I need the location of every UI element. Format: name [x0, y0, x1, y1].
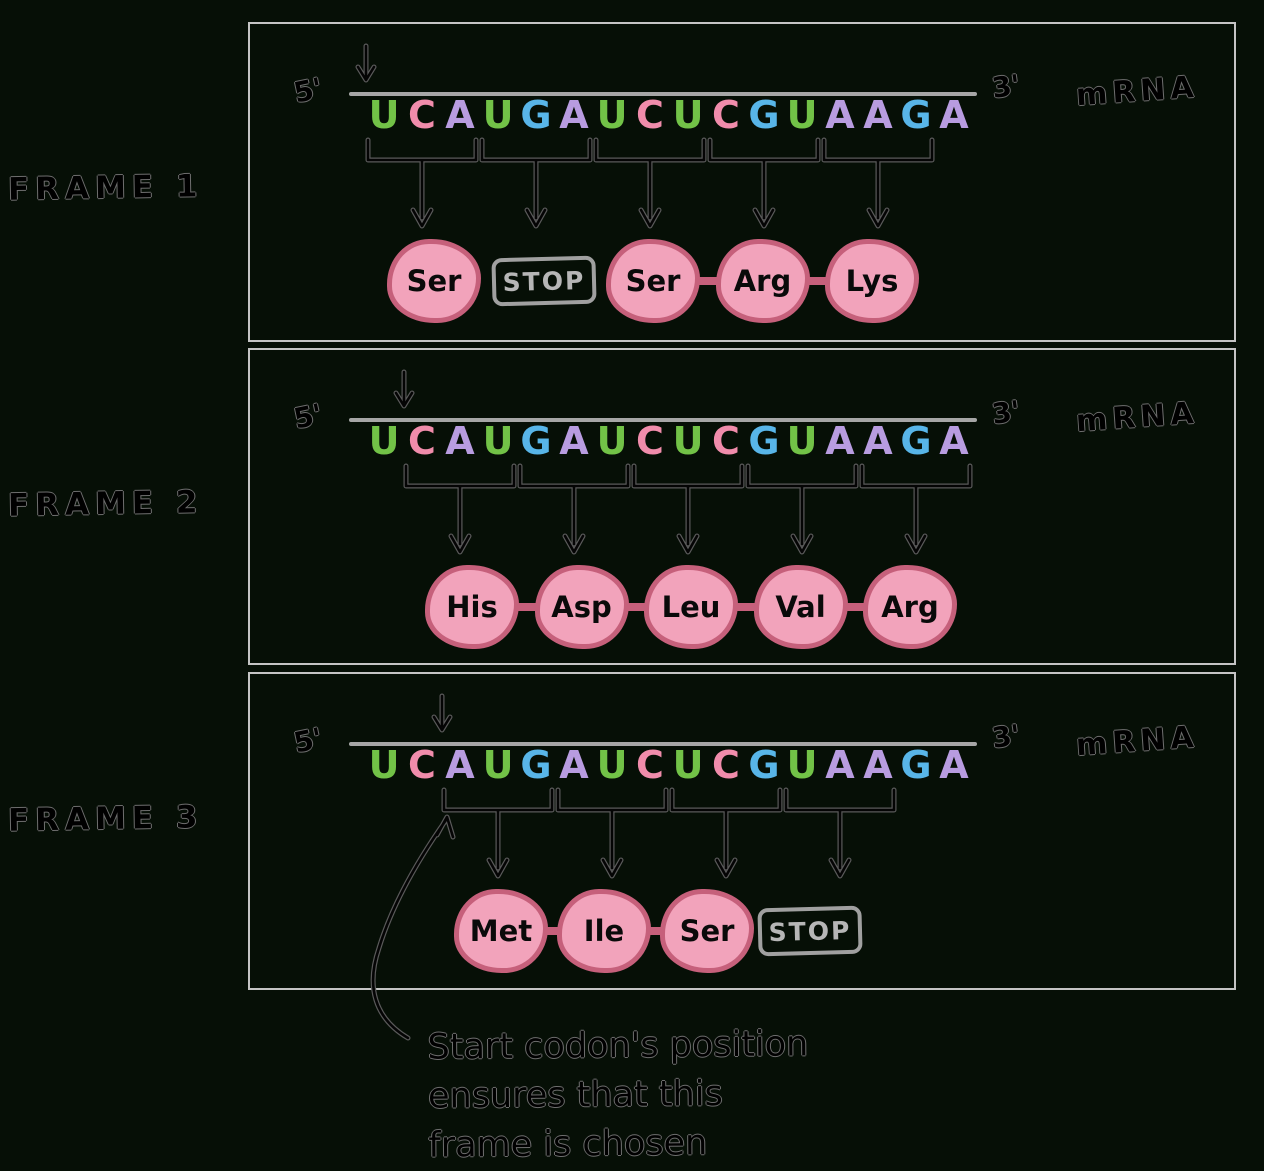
base-letter-U: U: [672, 93, 704, 137]
annotation-line: Start codon's position: [427, 1024, 809, 1068]
base-letter-A: A: [825, 743, 855, 787]
base-letter-U: U: [368, 419, 400, 463]
amino-acid-Ser: Ser: [606, 239, 700, 323]
base-letter-A: A: [445, 743, 475, 787]
five-prime-label: 5': [290, 71, 326, 110]
base-letter-A: A: [939, 743, 969, 787]
base-letter-C: C: [712, 419, 740, 463]
base-letter-G: G: [748, 419, 780, 463]
base-letter-U: U: [596, 419, 628, 463]
base-letter-A: A: [825, 93, 855, 137]
base-letter-A: A: [939, 419, 969, 463]
amino-acid-Ile: Ile: [557, 889, 651, 973]
peptide-bond-link: [542, 927, 563, 935]
peptide-bond-link: [513, 603, 541, 611]
base-letter-C: C: [408, 93, 436, 137]
frame-2-label: FRAME 2: [7, 484, 204, 524]
frame-3-label: FRAME 3: [7, 799, 204, 839]
base-letter-C: C: [636, 743, 664, 787]
base-letter-C: C: [408, 419, 436, 463]
amino-acid-Ser: Ser: [660, 889, 754, 973]
base-letter-G: G: [520, 419, 552, 463]
base-letter-G: G: [900, 93, 932, 137]
stop-codon-badge: STOP: [490, 255, 597, 307]
frame-1-label: FRAME 1: [7, 168, 204, 208]
base-letter-U: U: [786, 743, 818, 787]
annotation-line: frame is chosen: [428, 1123, 708, 1166]
base-letter-A: A: [863, 419, 893, 463]
peptide-bond-link: [694, 277, 722, 285]
mrna-label: mRNA: [1074, 395, 1200, 440]
base-letter-G: G: [520, 743, 552, 787]
peptide-bond-link: [732, 603, 760, 611]
base-letter-A: A: [445, 419, 475, 463]
base-letter-A: A: [863, 93, 893, 137]
base-letter-C: C: [712, 743, 740, 787]
three-prime-label: 3': [989, 68, 1023, 105]
base-letter-A: A: [825, 419, 855, 463]
five-prime-label: 5': [290, 721, 326, 760]
base-letter-U: U: [482, 93, 514, 137]
stop-codon-badge: STOP: [757, 905, 863, 957]
amino-acid-His: His: [425, 565, 519, 649]
codon-brackets-and-arrows: [393, 369, 973, 555]
base-letter-G: G: [520, 93, 552, 137]
annotation-line: ensures that this: [427, 1074, 723, 1117]
peptide-bond-link: [841, 603, 869, 611]
base-letter-U: U: [596, 93, 628, 137]
base-letter-U: U: [596, 743, 628, 787]
base-letter-G: G: [900, 419, 932, 463]
base-letter-C: C: [636, 419, 664, 463]
base-letter-A: A: [939, 93, 969, 137]
five-prime-label: 5': [290, 397, 326, 436]
base-letter-G: G: [748, 743, 780, 787]
peptide-bond-link: [803, 277, 831, 285]
amino-acid-Lys: Lys: [825, 239, 919, 323]
base-letter-A: A: [863, 743, 893, 787]
base-letter-A: A: [559, 743, 589, 787]
amino-acid-Leu: Leu: [644, 565, 738, 649]
amino-acid-Arg: Arg: [863, 565, 957, 649]
base-letter-C: C: [636, 93, 664, 137]
base-letter-A: A: [559, 93, 589, 137]
amino-acid-Val: Val: [753, 565, 848, 649]
amino-acid-Asp: Asp: [534, 565, 629, 649]
amino-acid-Arg: Arg: [715, 239, 810, 323]
three-prime-label: 3': [989, 718, 1023, 755]
base-letter-U: U: [482, 419, 514, 463]
base-letter-U: U: [368, 743, 400, 787]
start-codon-annotation: Start codon's position ensures that this…: [427, 1020, 809, 1170]
three-prime-label: 3': [989, 394, 1023, 431]
peptide-bond-link: [645, 927, 666, 935]
base-letter-G: G: [900, 743, 932, 787]
base-letter-U: U: [368, 93, 400, 137]
base-letter-C: C: [712, 93, 740, 137]
amino-acid-Ser: Ser: [387, 239, 481, 323]
mrna-label: mRNA: [1074, 69, 1200, 114]
base-letter-G: G: [748, 93, 780, 137]
base-letter-U: U: [672, 743, 704, 787]
base-letter-A: A: [445, 93, 475, 137]
base-letter-U: U: [482, 743, 514, 787]
base-letter-C: C: [408, 743, 436, 787]
mrna-label: mRNA: [1074, 719, 1200, 764]
peptide-bond-link: [622, 603, 650, 611]
base-letter-U: U: [786, 419, 818, 463]
base-letter-U: U: [672, 419, 704, 463]
base-letter-A: A: [559, 419, 589, 463]
amino-acid-Met: Met: [454, 889, 548, 973]
base-letter-U: U: [786, 93, 818, 137]
